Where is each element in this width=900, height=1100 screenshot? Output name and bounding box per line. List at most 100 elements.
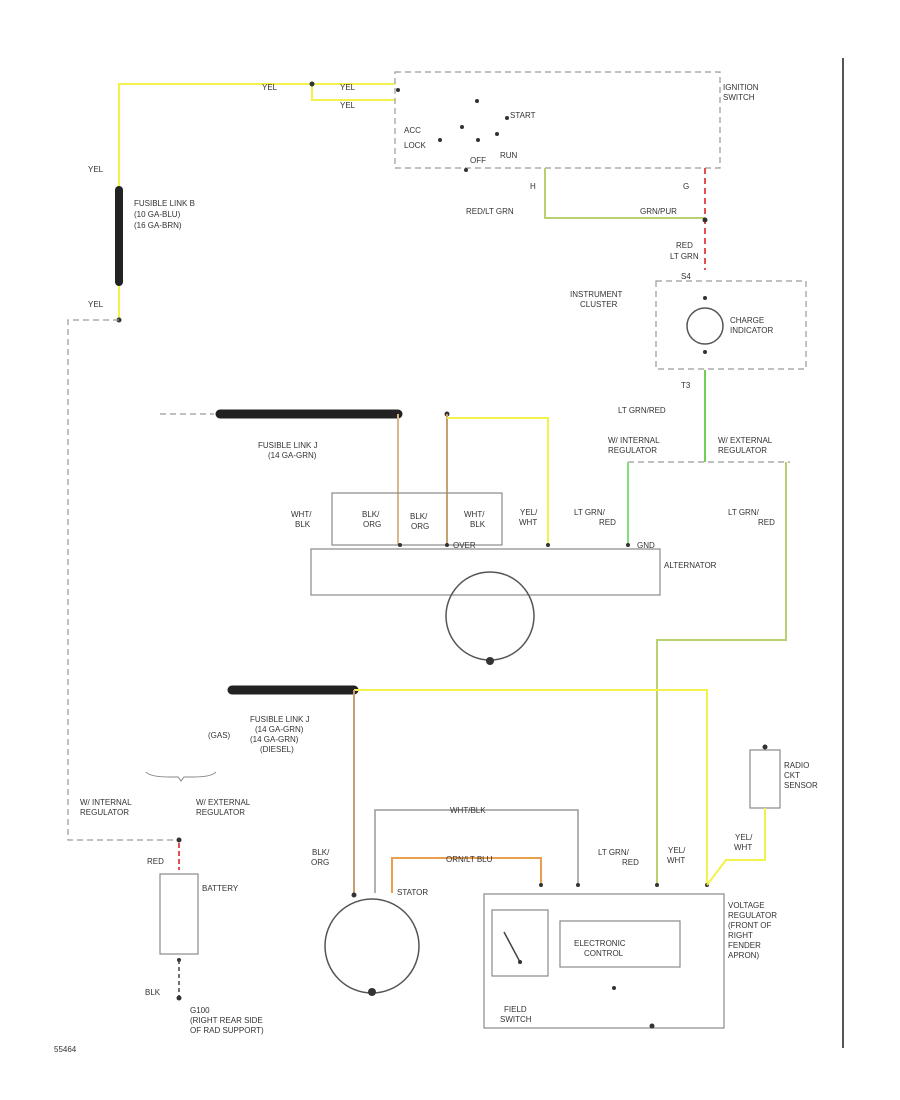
charge-indicator-lamp [686,307,724,345]
stator-circle [324,898,420,994]
label-start: START [510,111,536,120]
label-lt-grn-red-3: LT GRN/ RED [728,508,775,527]
label-blk: BLK [145,988,161,997]
instrument-cluster-box [655,280,807,370]
label-voltage-regulator: VOLTAGE REGULATOR (FRONT OF RIGHT FENDER… [728,901,779,960]
label-red: RED [676,241,693,250]
switch-contact-6 [505,116,509,120]
label-w-external-bot: W/ EXTERNAL REGULATOR [196,798,252,817]
stator-ground [368,988,376,996]
label-alternator: ALTERNATOR [664,561,717,570]
label-redlt-grn: RED/LT GRN [466,207,514,216]
reg-internal-dot [612,986,616,990]
label-yel-ign-2: YEL [340,101,356,110]
splice-yel [309,81,315,87]
figure-id: 55464 [54,1045,77,1054]
switch-contact-5 [495,132,499,136]
alternator-body [310,548,661,596]
alt-terminal-1 [398,543,402,547]
label-off: OFF [470,156,486,165]
alt-terminal-4 [626,543,630,547]
label-grn-pur: GRN/PUR [640,207,677,216]
selector-bracket [145,771,217,782]
battery-pos-splice [176,837,182,843]
label-battery: BATTERY [202,884,239,893]
dashed-internal-regulator-path [67,319,176,841]
label-red-battery: RED [147,857,164,866]
wire-orn-lt-blu [391,857,542,893]
label-ignition-switch: IGNITION SWITCH [723,83,761,102]
label-blk-org-1: BLK/ ORG [362,510,382,529]
label-lt-grn-red-2: LT GRN/ RED [574,508,616,527]
wire-yel-ign-2 [311,84,395,101]
label-blk-org-3: BLK/ ORG [311,848,332,867]
label-lt-grn: LT GRN [670,252,699,261]
label-g100: G100 (RIGHT REAR SIDE OF RAD SUPPORT) [190,1006,265,1035]
alt-terminal-3 [546,543,550,547]
label-yel-wht-2: YEL/ WHT [667,846,688,865]
field-switch-needle [503,931,521,963]
label-wht-blk-1: WHT/ BLK [291,510,314,529]
alternator-ground [486,657,494,665]
voltage-regulator-box [483,893,725,1029]
alternator-connector-box [331,492,503,546]
label-orn-lt-blu: ORN/LT BLU [446,855,493,864]
switch-contact-3 [460,125,464,129]
label-blk-org-2: BLK/ ORG [410,512,430,531]
label-run: RUN [500,151,518,160]
electronic-control-box [559,920,681,968]
label-yel-wht-1: YEL/ WHT [519,508,540,527]
label-fusible-link-b: FUSIBLE LINK B (10 GA-BLU) (16 GA-BRN) [134,199,197,230]
radio-sensor-contact [762,744,768,750]
switch-contact-8 [396,88,400,92]
wire-yel-main [118,83,312,192]
switch-contact-1 [475,99,479,103]
label-electronic-control: ELECTRONIC CONTROL [574,939,628,958]
label-stator: STATOR [397,888,428,897]
label-instrument-cluster: INSTRUMENT CLUSTER [570,290,625,309]
label-wht-blk-3: WHT/BLK [450,806,486,815]
battery-box [159,873,199,955]
label-g: G [683,182,689,191]
label-field-switch: FIELD SWITCH [500,1005,532,1024]
wire-yel-wht-top [447,417,549,545]
reg-terminal-3 [655,883,659,887]
wire-redlt-grn [544,168,705,219]
label-w-external-top: W/ EXTERNAL REGULATOR [718,436,774,455]
label-over: OVER [453,541,476,550]
alt-terminal-2 [445,543,449,547]
label-charge-indicator: CHARGE INDICATOR [730,316,773,335]
switch-contact-7 [464,168,468,172]
label-yel-top: YEL [262,83,278,92]
label-w-internal-top: W/ INTERNAL REGULATOR [608,436,662,455]
label-yel-ign-1: YEL [340,83,356,92]
label-w-internal-bot: W/ INTERNAL REGULATOR [80,798,134,817]
label-wht-blk-2: WHT/ BLK [464,510,487,529]
label-acc: ACC [404,126,421,135]
label-lt-grn-red-4: LT GRN/ RED [598,848,639,867]
field-switch-meter [491,909,549,977]
field-switch-pivot [518,960,522,964]
label-h: H [530,182,536,191]
alternator-circle [445,571,535,661]
label-yel-wht-3: YEL/ WHT [734,833,755,852]
switch-contact-2 [438,138,442,142]
lamp-contact-bottom [703,350,707,354]
label-fusible-link-j-top: FUSIBLE LINK J (14 GA-GRN) [258,441,320,460]
label-fusible-link-j-bottom: FUSIBLE LINK J (14 GA-GRN) (14 GA-GRN) (… [250,715,312,754]
ground-g100 [176,995,182,1001]
wire-yel-wht-bottom [354,689,708,885]
label-t3: T3 [681,381,691,390]
switch-contact-4 [476,138,480,142]
label-radio-ckt: RADIO CKT SENSOR [784,761,818,790]
ignition-switch-box [394,71,721,169]
wire-lt-grn-red-external [656,462,787,885]
reg-ground [649,1023,655,1029]
wire-wht-blk-bottom [374,809,579,893]
reg-terminal-1 [539,883,543,887]
radio-ckt-sensor-box [749,749,781,809]
label-s4: S4 [681,272,691,281]
lamp-contact-top [703,296,707,300]
label-gas: (GAS) [208,731,231,740]
